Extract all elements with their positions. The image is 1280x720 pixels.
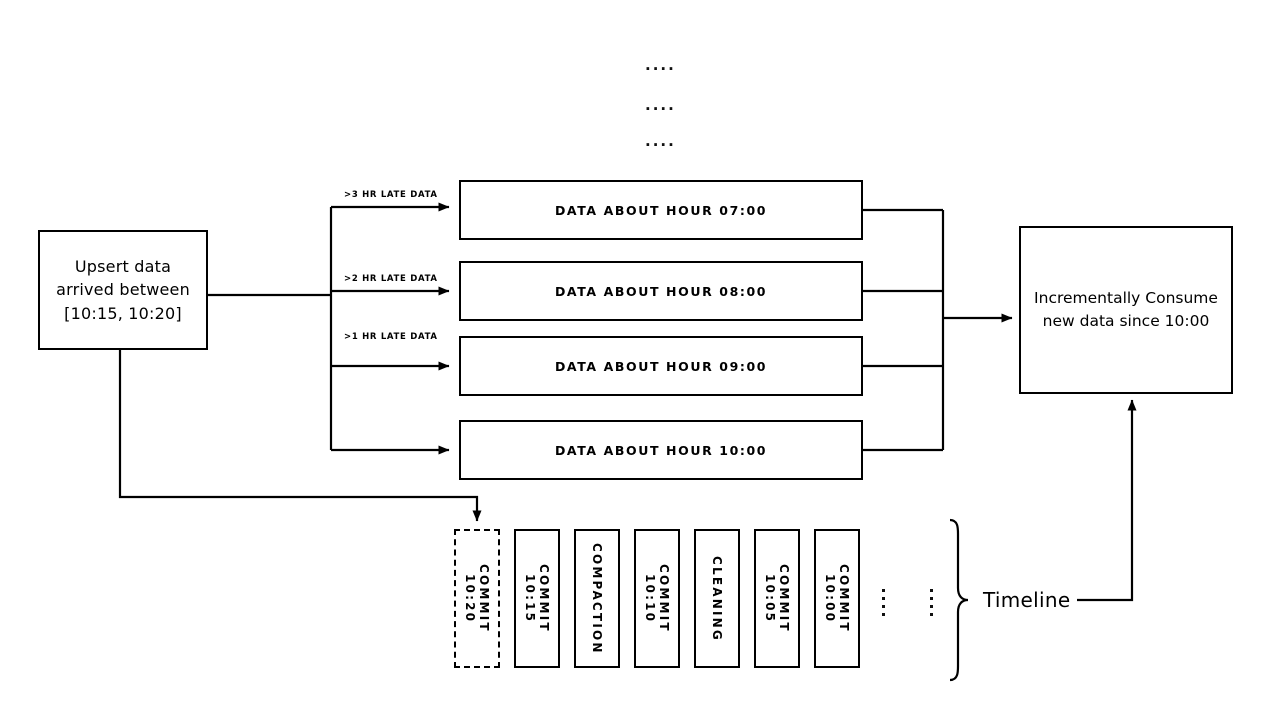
upsert-data-box[interactable]: Upsert data arrived between [10:15, 10:2… bbox=[38, 230, 208, 350]
timeline-commit-1000-label: COMMIT 10:00 bbox=[823, 564, 851, 633]
edge-label-3hr-late: >3 HR LATE DATA bbox=[344, 190, 438, 200]
timeline-continuation-dots-1 bbox=[882, 589, 885, 621]
timeline-cleaning[interactable]: CLEANING bbox=[694, 529, 740, 668]
timeline-compaction[interactable]: COMPACTION bbox=[574, 529, 620, 668]
hour-box-08[interactable]: DATA ABOUT HOUR 08:00 bbox=[459, 261, 863, 321]
timeline-continuation-dots-2 bbox=[930, 589, 933, 621]
hour-box-09[interactable]: DATA ABOUT HOUR 09:00 bbox=[459, 336, 863, 396]
sink-line-2: new data since 10:00 bbox=[1042, 312, 1210, 330]
sink-line-1: Incrementally Consume bbox=[1034, 288, 1218, 307]
upsert-line-2: arrived between bbox=[56, 280, 190, 300]
hour-box-09-label: DATA ABOUT HOUR 09:00 bbox=[554, 358, 768, 374]
wire-timeline-to-sink bbox=[1077, 399, 1137, 602]
timeline-brace bbox=[949, 518, 969, 682]
timeline-commit-1020-label: COMMIT 10:20 bbox=[463, 564, 491, 633]
timeline-commit-1015-label: COMMIT 10:15 bbox=[523, 564, 551, 633]
timeline-cleaning-label: CLEANING bbox=[710, 555, 724, 642]
incremental-consume-box[interactable]: Incrementally Consume new data since 10:… bbox=[1019, 226, 1233, 394]
ellipsis-row-3: .... bbox=[645, 132, 676, 150]
ellipsis-row-1: .... bbox=[645, 56, 676, 74]
hour-box-10[interactable]: DATA ABOUT HOUR 10:00 bbox=[459, 420, 863, 480]
wire-source-to-commit bbox=[118, 350, 482, 522]
hour-box-10-label: DATA ABOUT HOUR 10:00 bbox=[554, 442, 768, 458]
timeline-commit-1010[interactable]: COMMIT 10:10 bbox=[634, 529, 680, 668]
hour-box-07[interactable]: DATA ABOUT HOUR 07:00 bbox=[459, 180, 863, 240]
timeline-compaction-label: COMPACTION bbox=[590, 542, 604, 655]
timeline-commit-1005-label: COMMIT 10:05 bbox=[763, 564, 791, 633]
upsert-line-1: Upsert data bbox=[74, 257, 172, 277]
ellipsis-row-2: .... bbox=[645, 96, 676, 114]
hour-box-08-label: DATA ABOUT HOUR 08:00 bbox=[554, 283, 768, 299]
timeline-commit-1000[interactable]: COMMIT 10:00 bbox=[814, 529, 860, 668]
timeline-commit-1005[interactable]: COMMIT 10:05 bbox=[754, 529, 800, 668]
timeline-label: Timeline bbox=[983, 588, 1071, 612]
timeline-commit-1015[interactable]: COMMIT 10:15 bbox=[514, 529, 560, 668]
timeline-commit-1010-label: COMMIT 10:10 bbox=[643, 564, 671, 633]
upsert-line-3: [10:15, 10:20] bbox=[64, 303, 182, 323]
edge-label-1hr-late: >1 HR LATE DATA bbox=[344, 332, 438, 342]
timeline-commit-1020[interactable]: COMMIT 10:20 bbox=[454, 529, 500, 668]
edge-label-2hr-late: >2 HR LATE DATA bbox=[344, 274, 438, 284]
hour-box-07-label: DATA ABOUT HOUR 07:00 bbox=[554, 202, 768, 218]
